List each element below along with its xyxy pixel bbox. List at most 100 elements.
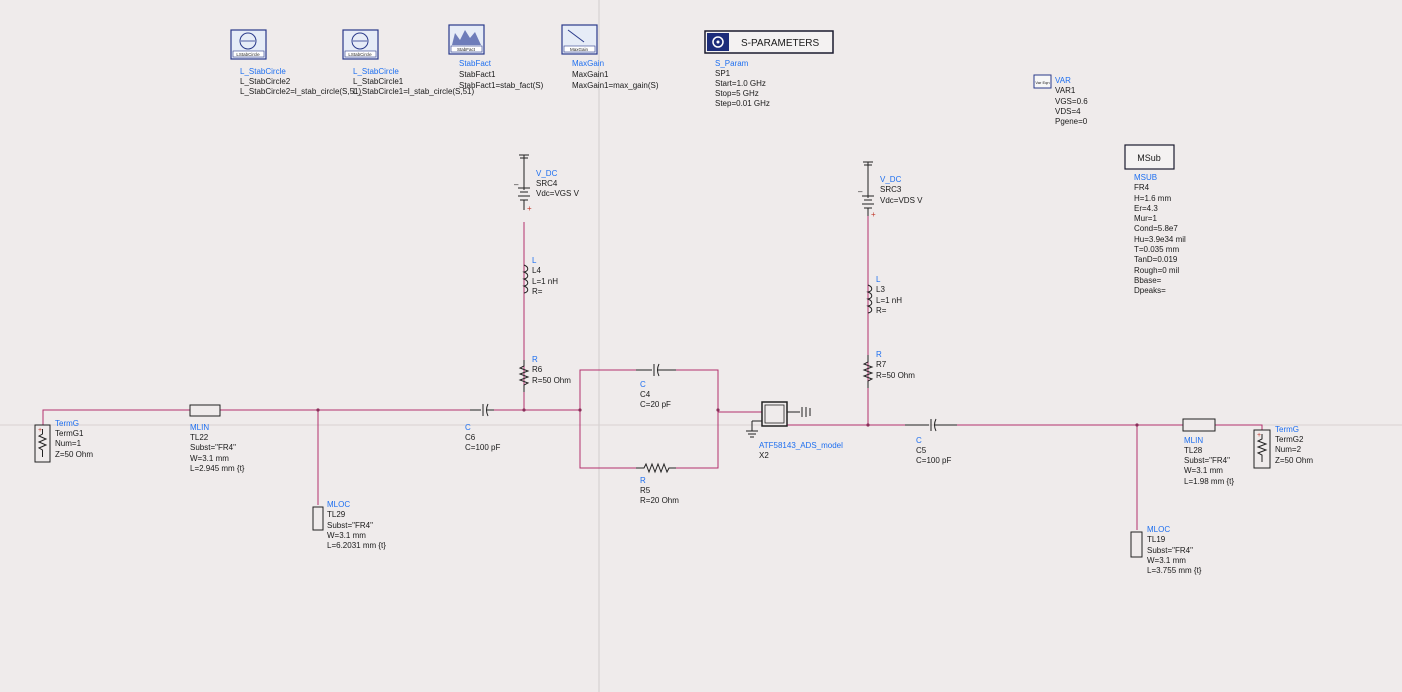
component-type: MLIN: [1184, 436, 1203, 445]
block-param: T=0.035 mm: [1134, 245, 1179, 254]
tl22-component[interactable]: MLIN TL22 Subst="FR4" W=3.1 mm L=2.945 m…: [189, 404, 245, 473]
block-param: Rough=0 mil: [1134, 266, 1179, 275]
r7-component[interactable]: R R7 R=50 Ohm: [862, 350, 915, 388]
component-param: TermG1: [55, 429, 84, 438]
component-param: C6: [465, 433, 476, 442]
inductor-symbol-icon: [866, 284, 873, 314]
s-parameters-block[interactable]: S-PARAMETERS S_Param SP1 Start=1.0 GHz S…: [704, 30, 834, 108]
component-param: Vdc=VDS V: [880, 196, 923, 205]
component-param: Subst="FR4": [190, 443, 236, 452]
inductor-symbol-icon: [522, 264, 529, 294]
component-param: R=: [532, 287, 543, 296]
block-param: L_StabCircle2: [240, 77, 291, 86]
component-param: TL28: [1184, 446, 1203, 455]
resistor-symbol-icon: [862, 355, 874, 388]
c4-component[interactable]: C C4 C=20 pF: [636, 363, 676, 409]
src4-component[interactable]: – + V_DC SRC4 Vdc=VGS V: [514, 154, 580, 213]
c6-component[interactable]: C C6 C=100 pF: [465, 403, 500, 452]
component-param: L=1.98 mm {t}: [1184, 477, 1234, 486]
component-type: MLIN: [190, 423, 209, 432]
block-param: Start=1.0 GHz: [715, 79, 766, 88]
resistor-symbol-icon: [518, 360, 530, 392]
block-type: StabFact: [459, 59, 492, 68]
icon-label: StabFact: [457, 47, 476, 52]
component-param: Z=50 Ohm: [1275, 456, 1313, 465]
block-param: FR4: [1134, 183, 1150, 192]
component-param: Subst="FR4": [1184, 456, 1230, 465]
x2-component[interactable]: ATF58143_ADS_model X2: [746, 401, 843, 460]
c5-component[interactable]: C C5 C=100 pF: [905, 418, 957, 465]
tl19-component[interactable]: MLOC TL19 Subst="FR4" W=3.1 mm L=3.755 m…: [1130, 525, 1202, 575]
l-stabcircle2-block[interactable]: LStabCircle L_StabCircle L_StabCircle2 L…: [230, 29, 362, 96]
svg-text:–: –: [514, 180, 519, 189]
block-param: Bbase=: [1134, 276, 1162, 285]
component-param: C4: [640, 390, 651, 399]
component-param: L=1 nH: [876, 296, 902, 305]
svg-text:–: –: [858, 187, 863, 196]
block-type: MaxGain: [572, 59, 604, 68]
component-type: V_DC: [536, 169, 558, 178]
box-label: MSub: [1137, 153, 1161, 163]
wire-junctions: [316, 408, 1139, 427]
component-type: R: [532, 355, 538, 364]
icon-label: LStabCircle: [236, 52, 260, 57]
r6-component[interactable]: R R6 R=50 Ohm: [518, 355, 571, 392]
component-param: SRC3: [880, 185, 902, 194]
component-param: R=50 Ohm: [876, 371, 915, 380]
component-type: ATF58143_ADS_model: [759, 441, 843, 450]
component-param: R5: [640, 486, 651, 495]
wires: [42, 215, 1263, 530]
component-param: Vdc=VGS V: [536, 189, 580, 198]
resistor-symbol-icon: [37, 429, 48, 457]
component-param: W=3.1 mm: [190, 454, 229, 463]
l-stabcircle1-block[interactable]: LStabCircle L_StabCircle L_StabCircle1 L…: [342, 29, 475, 96]
block-param: VGS=0.6: [1055, 97, 1088, 106]
component-param: C=20 pF: [640, 400, 671, 409]
component-type: C: [916, 436, 922, 445]
component-param: Subst="FR4": [327, 521, 373, 530]
component-type: TermG: [55, 419, 79, 428]
svg-text:+: +: [1257, 432, 1261, 439]
l3-component[interactable]: L L3 L=1 nH R=: [866, 275, 902, 315]
termg1-component[interactable]: + TermG TermG1 Num=1 Z=50 Ohm: [34, 419, 93, 463]
maxgain-block[interactable]: MaxGain MaxGain MaxGain1 MaxGain1=max_ga…: [561, 24, 659, 90]
component-type: C: [640, 380, 646, 389]
component-param: L4: [532, 266, 541, 275]
block-param: MaxGain1=max_gain(S): [572, 81, 659, 90]
component-param: C=100 pF: [916, 456, 951, 465]
block-type: S_Param: [715, 59, 749, 68]
termg2-component[interactable]: + TermG TermG2 Num=2 Z=50 Ohm: [1253, 425, 1313, 469]
src3-component[interactable]: – + V_DC SRC3 Vdc=VDS V: [858, 161, 923, 219]
r5-component[interactable]: R R5 R=20 Ohm: [636, 462, 679, 505]
icon-label: Var Eqn: [1035, 80, 1049, 85]
block-param: H=1.6 mm: [1134, 194, 1171, 203]
component-param: L3: [876, 285, 885, 294]
block-param: MaxGain1: [572, 70, 609, 79]
component-type: R: [640, 476, 646, 485]
component-type: L: [532, 256, 537, 265]
msub-block[interactable]: MSub MSUB FR4 H=1.6 mm Er=4.3 Mur=1 Cond…: [1124, 144, 1186, 295]
l4-component[interactable]: L L4 L=1 nH R=: [522, 256, 558, 296]
block-param: Er=4.3: [1134, 204, 1158, 213]
block-param: Dpeaks=: [1134, 286, 1166, 295]
tl29-component[interactable]: MLOC TL29 Subst="FR4" W=3.1 mm L=6.2031 …: [312, 500, 386, 550]
block-param: Pgene=0: [1055, 117, 1088, 126]
component-param: X2: [759, 451, 769, 460]
component-param: Num=2: [1275, 445, 1302, 454]
component-param: SRC4: [536, 179, 558, 188]
resistor-symbol-icon: [1256, 434, 1268, 462]
block-type: VAR: [1055, 76, 1071, 85]
tl28-component[interactable]: MLIN TL28 Subst="FR4" W=3.1 mm L=1.98 mm…: [1182, 418, 1234, 486]
stabfact-block[interactable]: StabFact StabFact StabFact1 StabFact1=st…: [448, 24, 544, 90]
component-param: Num=1: [55, 439, 82, 448]
component-type: TermG: [1275, 425, 1299, 434]
component-param: L=1 nH: [532, 277, 558, 286]
block-param: TanD=0.019: [1134, 255, 1178, 264]
var-block[interactable]: Var Eqn VAR VAR1 VGS=0.6 VDS=4 Pgene=0: [1033, 74, 1088, 126]
component-param: W=3.1 mm: [1184, 466, 1223, 475]
component-param: TermG2: [1275, 435, 1304, 444]
block-param: StabFact1: [459, 70, 496, 79]
svg-text:+: +: [871, 210, 876, 219]
component-param: TL29: [327, 510, 346, 519]
